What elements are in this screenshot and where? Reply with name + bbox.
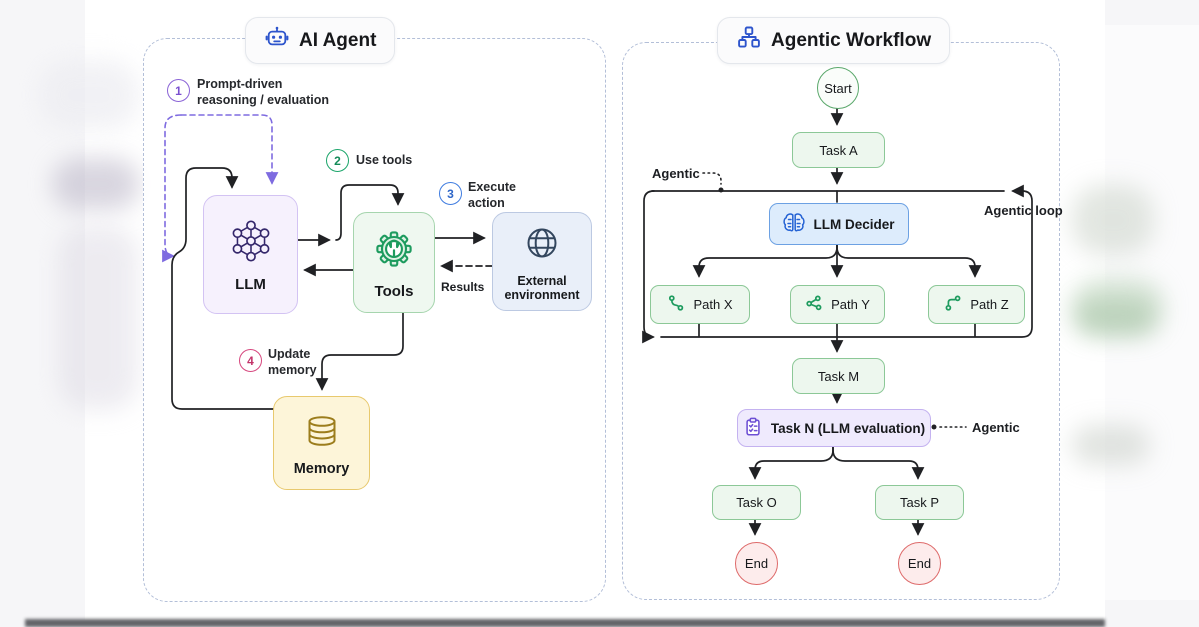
task-n-node: Task N (LLM evaluation) <box>737 409 931 447</box>
fork-icon-path-z-node: Path Z <box>928 285 1025 324</box>
llm-label: LLM <box>235 275 266 293</box>
route-icon <box>667 294 685 315</box>
agentic-loop-label: Agentic loop <box>984 203 1063 218</box>
blurred-taskbar <box>25 619 1105 627</box>
path-y-node: Path Y <box>790 285 885 324</box>
task-o-node: Task O <box>712 485 801 520</box>
right-blur-blob <box>1072 425 1150 465</box>
hierarchy-icon <box>736 25 762 57</box>
memory-label: Memory <box>293 460 350 477</box>
agentic-right-label: Agentic <box>972 420 1020 435</box>
task-a-node: Task A <box>792 132 885 168</box>
left-blur-blob <box>58 225 138 410</box>
ai-agent-title-badge: AI Agent <box>245 17 396 64</box>
left-blur-blob <box>38 60 138 130</box>
end-node-right: End <box>898 542 941 585</box>
results-edge-label: Results <box>441 280 485 294</box>
path-x-node: Path X <box>650 285 750 324</box>
task-m-node: Task M <box>792 358 885 394</box>
step-4-marker: 4 <box>239 349 262 372</box>
database-icon <box>300 409 344 456</box>
llm-decider-node: LLM Decider <box>769 203 909 245</box>
agentic-top-label: Agentic <box>652 166 700 181</box>
task-p-node: Task P <box>875 485 964 520</box>
fork-icon <box>944 294 962 315</box>
neural-network-icon <box>226 216 276 269</box>
branch-icon <box>805 294 823 315</box>
tools-label: Tools <box>374 282 414 300</box>
globe-icon <box>520 221 564 268</box>
llm-node: LLM <box>203 195 298 314</box>
agentic-workflow-title-badge: Agentic Workflow <box>717 17 951 64</box>
memory-node: Memory <box>273 396 370 490</box>
robot-icon <box>264 25 290 57</box>
panel-title: AI Agent <box>299 29 377 51</box>
step-3-marker: 3 <box>439 182 462 205</box>
end-node-left: End <box>735 542 778 585</box>
right-blur-blob <box>1072 185 1154 255</box>
clipboard-check-icon <box>743 417 763 440</box>
ai-agent-panel <box>143 38 606 602</box>
step-1-marker: 1 <box>167 79 190 102</box>
left-blur-blob <box>52 158 140 210</box>
gear-wrench-icon <box>370 225 418 276</box>
right-blur-blob <box>1075 300 1155 334</box>
start-node: Start <box>817 67 859 109</box>
step-2-label: Use tools <box>356 153 413 167</box>
brain-icon <box>783 212 806 237</box>
step-2-marker: 2 <box>326 149 349 172</box>
tools-node: Tools <box>353 212 435 313</box>
panel-title: Agentic Workflow <box>771 29 932 51</box>
